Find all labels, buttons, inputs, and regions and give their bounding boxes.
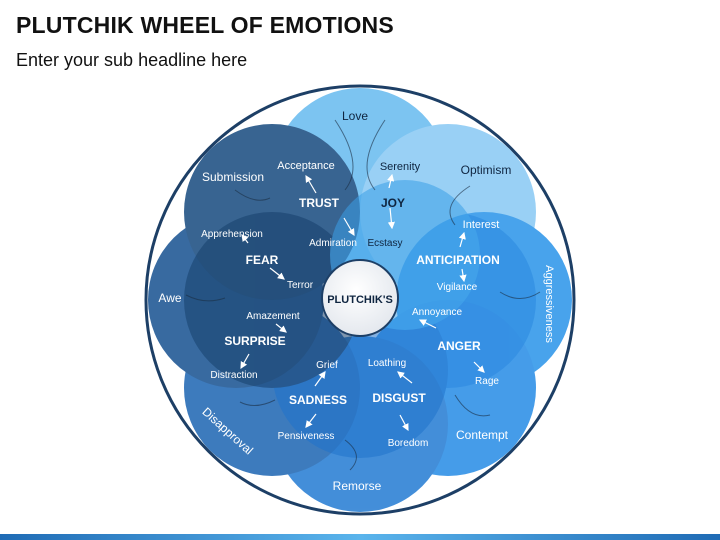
intensity-arrows [240, 173, 485, 432]
anticipation-label: ANTICIPATION [416, 253, 500, 267]
fear-label: FEAR [246, 253, 279, 267]
petal-circles-overlap [184, 180, 536, 458]
surprise-mild-label: Distraction [210, 370, 257, 381]
center-circle [321, 259, 399, 337]
dyad-optimism-label: Optimism [461, 163, 512, 177]
bottom-accent-bar [0, 534, 720, 540]
trust-mild-label: Acceptance [277, 160, 334, 172]
anger-label: ANGER [437, 339, 481, 353]
sadness-mild-label: Pensiveness [278, 431, 335, 442]
fear-intense-label: Terror [287, 280, 314, 291]
disgust-intense-label: Loathing [368, 358, 406, 369]
outer-ring [144, 84, 576, 516]
dyad-submission-label: Submission [202, 170, 264, 184]
joy-intense-label: Ecstasy [367, 238, 402, 249]
dyad-awe-label: Awe [158, 291, 181, 305]
sadness-intense-label: Grief [316, 360, 338, 371]
joy-mild-label: Serenity [380, 161, 421, 173]
anger-intense-label: Rage [475, 376, 499, 387]
anger-mild-label: Annoyance [412, 307, 462, 318]
dyad-remorse-label: Remorse [333, 479, 382, 493]
page-subtitle: Enter your sub headline here [16, 50, 248, 70]
trust-intense-label: Admiration [309, 238, 357, 249]
disgust-mild-label: Boredom [388, 438, 429, 449]
dyad-contempt-label: Contempt [456, 428, 509, 442]
center-label: PLUTCHIK'S [327, 294, 393, 306]
page-title: PLUTCHIK WHEEL OF EMOTIONS [16, 12, 394, 38]
disgust-label: DISGUST [372, 391, 426, 405]
anticipation-mild-label: Interest [463, 219, 500, 231]
dyad-love-label: Love [342, 109, 368, 123]
anticipation-intense-label: Vigilance [437, 282, 478, 293]
joy-label: JOY [381, 196, 405, 210]
fear-mild-label: Apprehension [201, 229, 263, 240]
surprise-label: SURPRISE [224, 334, 285, 348]
petal-curves [185, 119, 541, 471]
sadness-label: SADNESS [289, 393, 347, 407]
trust-label: TRUST [299, 196, 340, 210]
surprise-intense-label: Amazement [246, 311, 300, 322]
dyad-aggressiveness-label: Aggressiveness [543, 265, 555, 343]
